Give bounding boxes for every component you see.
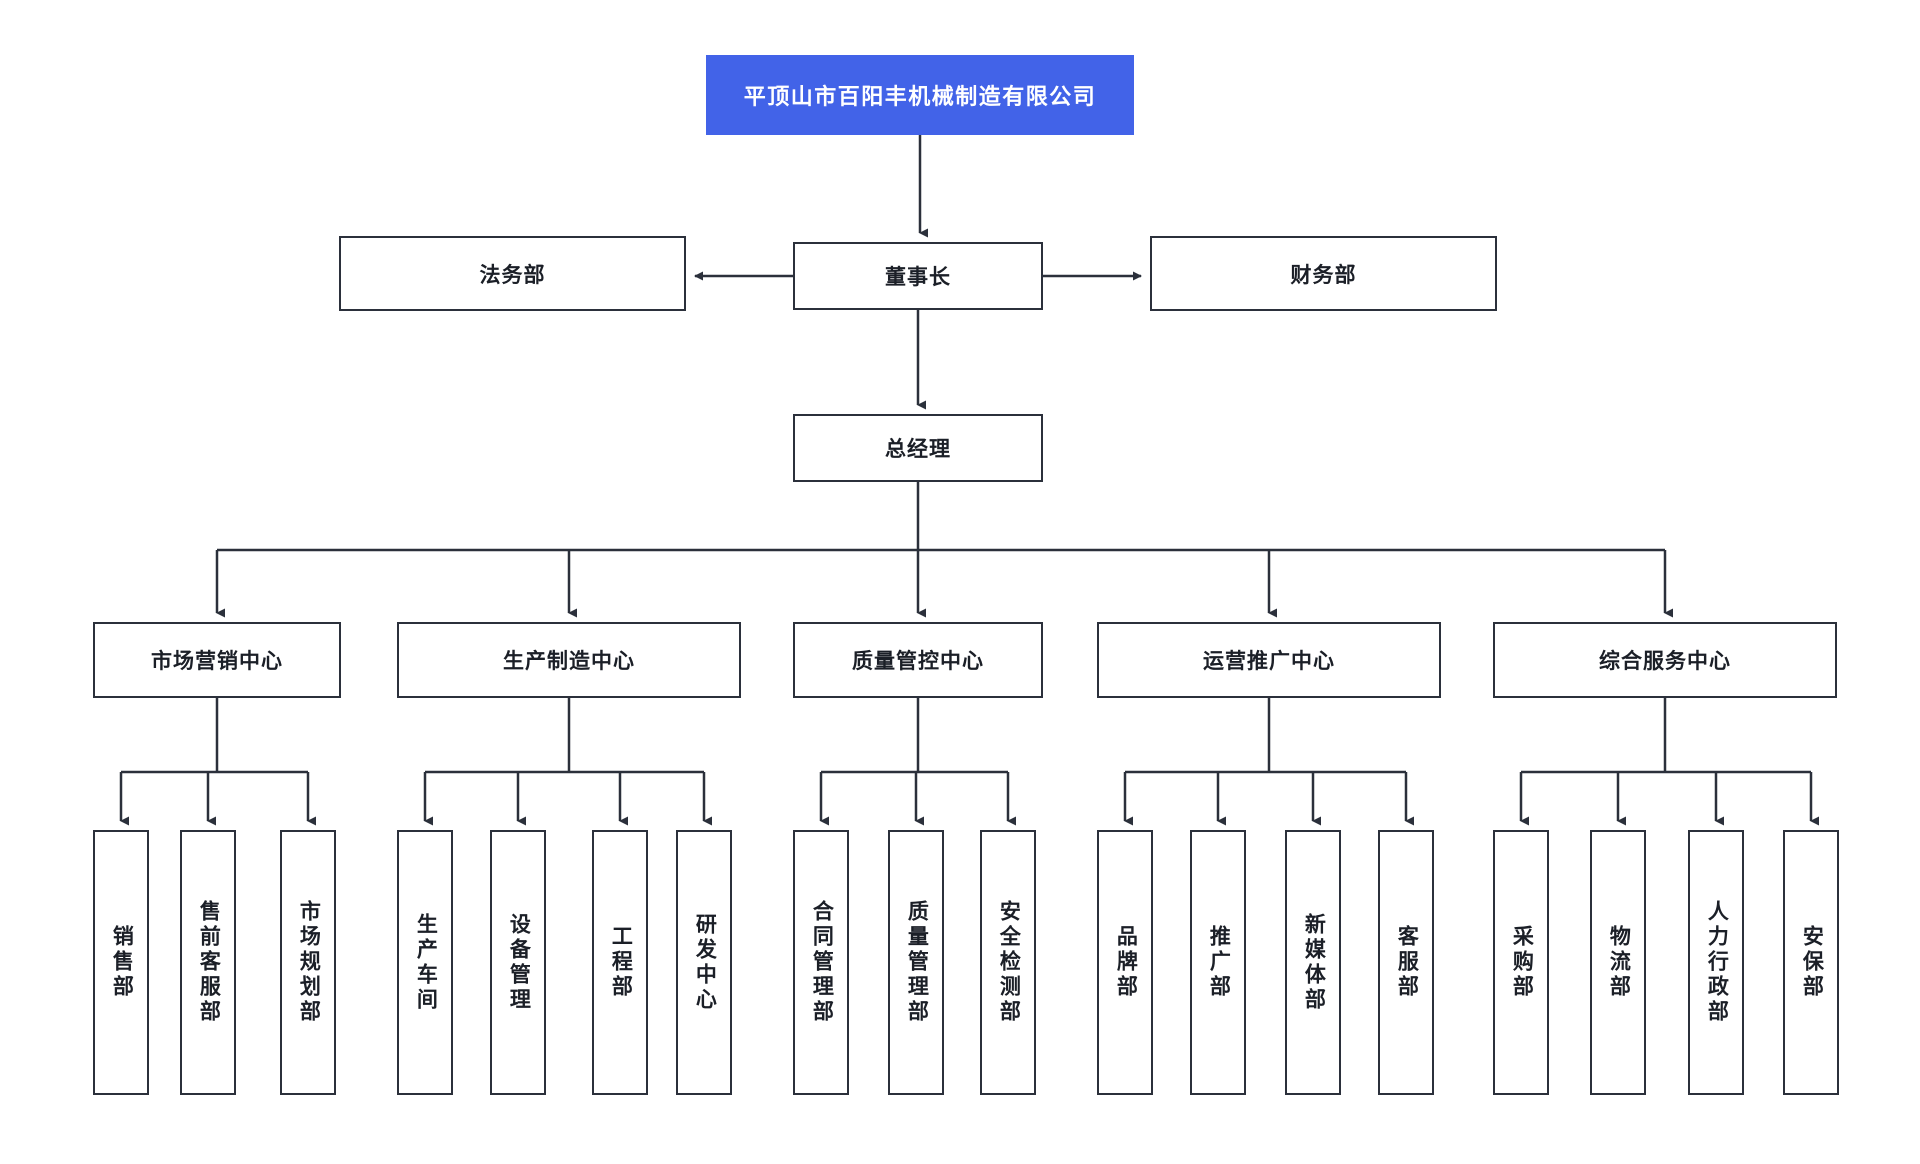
root-company-node[interactable]: 平顶山市百阳丰机械制造有限公司 — [706, 55, 1134, 135]
department-node-1-2-label: 工程部 — [609, 925, 633, 1000]
department-node-4-2-label: 人力行政部 — [1705, 900, 1729, 1025]
department-node-2-0-label: 合同管理部 — [810, 900, 834, 1025]
department-node-0-1-label: 售前客服部 — [197, 900, 221, 1025]
legal-department-node[interactable]: 法务部 — [339, 236, 686, 311]
center-node-2-label: 质量管控中心 — [852, 650, 984, 673]
general-manager-node-label: 总经理 — [885, 438, 951, 461]
department-node-4-3-label: 安保部 — [1800, 925, 1824, 1000]
legal-department-node-label: 法务部 — [479, 263, 546, 287]
department-node-2-2-label: 安全检测部 — [997, 900, 1021, 1025]
department-node-1-3[interactable]: 研发中心 — [676, 830, 732, 1095]
center-node-3-label: 运营推广中心 — [1203, 650, 1335, 673]
department-node-4-1-label: 物流部 — [1607, 925, 1631, 1000]
department-node-1-0[interactable]: 生产车间 — [397, 830, 453, 1095]
center-node-4[interactable]: 综合服务中心 — [1493, 622, 1837, 698]
center-node-1-label: 生产制造中心 — [503, 650, 635, 673]
department-node-2-2[interactable]: 安全检测部 — [980, 830, 1036, 1095]
department-node-3-2-label: 新媒体部 — [1302, 912, 1326, 1013]
department-node-1-1-label: 设备管理 — [507, 912, 531, 1013]
center-node-1[interactable]: 生产制造中心 — [397, 622, 741, 698]
department-node-1-3-label: 研发中心 — [693, 912, 717, 1013]
department-node-1-1[interactable]: 设备管理 — [490, 830, 546, 1095]
department-node-1-0-label: 生产车间 — [414, 912, 438, 1013]
department-node-0-0[interactable]: 销售部 — [93, 830, 149, 1095]
finance-department-node-label: 财务部 — [1290, 263, 1357, 287]
center-node-0[interactable]: 市场营销中心 — [93, 622, 341, 698]
department-node-2-0[interactable]: 合同管理部 — [793, 830, 849, 1095]
department-node-4-2[interactable]: 人力行政部 — [1688, 830, 1744, 1095]
department-node-2-1-label: 质量管理部 — [905, 900, 929, 1025]
finance-department-node[interactable]: 财务部 — [1150, 236, 1497, 311]
chairman-node[interactable]: 董事长 — [793, 242, 1043, 310]
department-node-4-0[interactable]: 采购部 — [1493, 830, 1549, 1095]
department-node-3-1[interactable]: 推广部 — [1190, 830, 1246, 1095]
center-node-3[interactable]: 运营推广中心 — [1097, 622, 1441, 698]
department-node-3-1-label: 推广部 — [1207, 925, 1231, 1000]
department-node-4-3[interactable]: 安保部 — [1783, 830, 1839, 1095]
department-node-2-1[interactable]: 质量管理部 — [888, 830, 944, 1095]
department-node-4-0-label: 采购部 — [1510, 925, 1534, 1000]
general-manager-node[interactable]: 总经理 — [793, 414, 1043, 482]
center-node-0-label: 市场营销中心 — [151, 650, 283, 673]
root-company-node-label: 平顶山市百阳丰机械制造有限公司 — [743, 84, 1097, 109]
department-node-0-0-label: 销售部 — [110, 925, 134, 1000]
department-node-1-2[interactable]: 工程部 — [592, 830, 648, 1095]
chairman-node-label: 董事长 — [885, 266, 951, 289]
center-node-2[interactable]: 质量管控中心 — [793, 622, 1043, 698]
department-node-0-1[interactable]: 售前客服部 — [180, 830, 236, 1095]
department-node-3-0-label: 品牌部 — [1114, 925, 1138, 1000]
department-node-3-2[interactable]: 新媒体部 — [1285, 830, 1341, 1095]
department-node-0-2-label: 市场规划部 — [297, 900, 321, 1025]
department-node-3-0[interactable]: 品牌部 — [1097, 830, 1153, 1095]
department-node-3-3[interactable]: 客服部 — [1378, 830, 1434, 1095]
department-node-3-3-label: 客服部 — [1395, 925, 1419, 1000]
center-node-4-label: 综合服务中心 — [1599, 650, 1731, 673]
department-node-4-1[interactable]: 物流部 — [1590, 830, 1646, 1095]
department-node-0-2[interactable]: 市场规划部 — [280, 830, 336, 1095]
